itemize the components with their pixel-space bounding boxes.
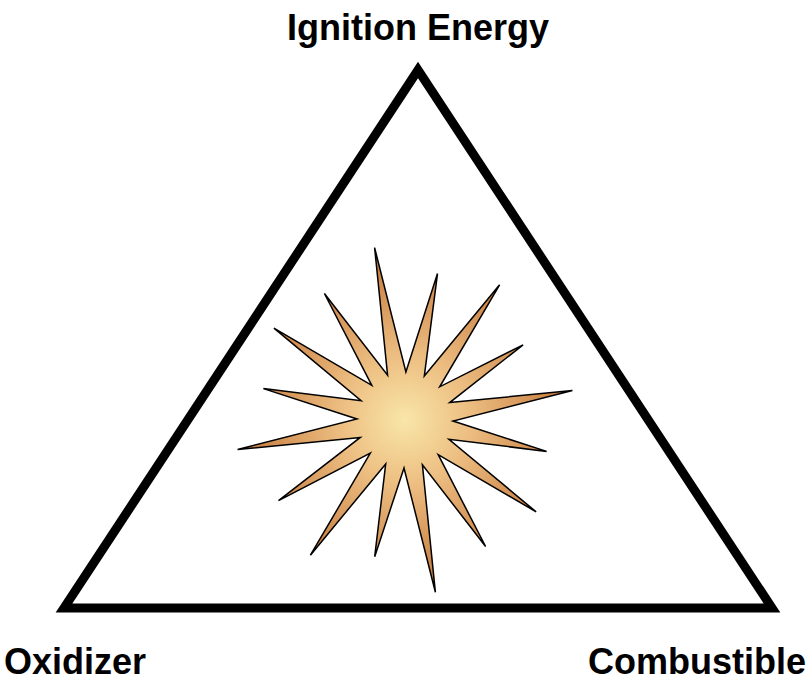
vertex-label: Combustible bbox=[588, 642, 806, 682]
triangle-outline bbox=[64, 70, 772, 608]
vertex-label: Oxidizer bbox=[4, 642, 146, 682]
starburst bbox=[238, 248, 573, 593]
vertex-label: Ignition Energy bbox=[287, 8, 549, 48]
